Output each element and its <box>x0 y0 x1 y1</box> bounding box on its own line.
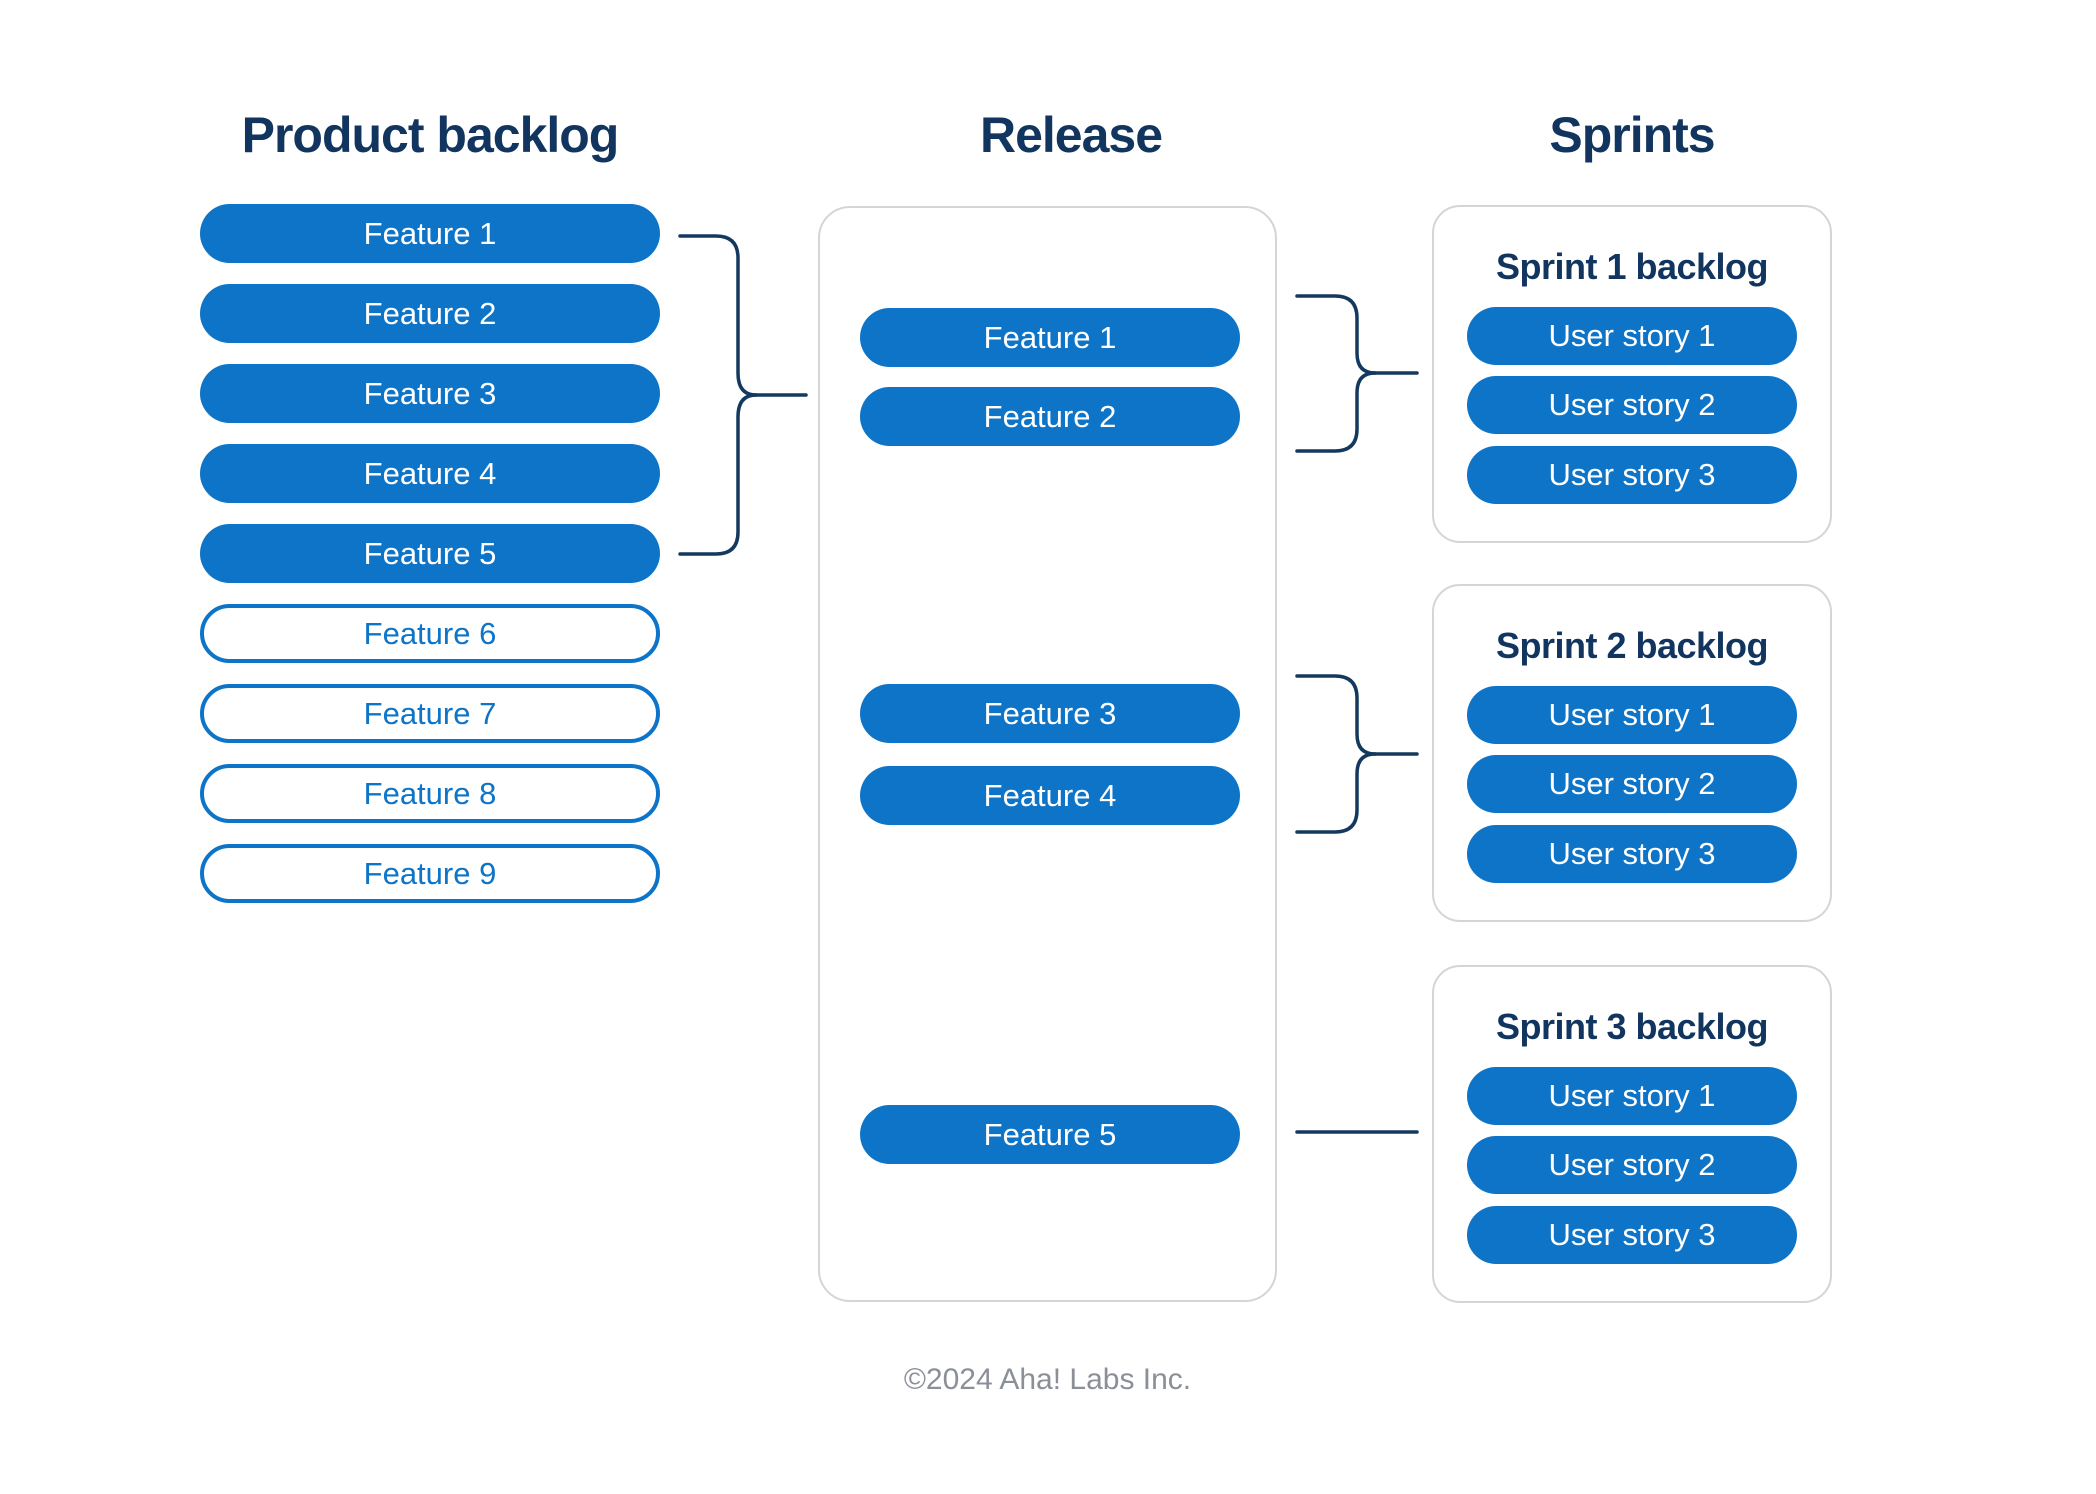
sprint-2-title: Sprint 2 backlog <box>1495 625 1769 666</box>
feature-pill: Feature 4 <box>860 766 1240 825</box>
feature-pill: Feature 3 <box>200 364 660 423</box>
brace-sprint2-top-half <box>1295 674 1377 756</box>
feature-pill: Feature 5 <box>860 1105 1240 1164</box>
brace-sprint1-top-half <box>1295 294 1377 375</box>
user-story-pill: User story 3 <box>1467 825 1797 883</box>
user-story-pill: User story 1 <box>1467 686 1797 744</box>
feature-pill: Feature 4 <box>200 444 660 503</box>
feature-pill: Feature 1 <box>200 204 660 263</box>
release-box: Feature 1 Feature 2 Feature 3 Feature 4 … <box>818 206 1277 1302</box>
brace-backlog-top-half <box>678 234 758 397</box>
user-story-pill: User story 3 <box>1467 446 1797 504</box>
sprints-column-title: Sprints <box>1549 107 1715 163</box>
feature-pill: Feature 6 <box>200 604 660 663</box>
feature-pill: Feature 5 <box>200 524 660 583</box>
brace-backlog-bottom-half <box>678 393 758 556</box>
user-story-pill: User story 2 <box>1467 1136 1797 1194</box>
sprint-3-box: Sprint 3 backlog User story 1 User story… <box>1432 965 1832 1303</box>
brace-sprint2-bottom-half <box>1295 752 1377 834</box>
user-story-pill: User story 2 <box>1467 376 1797 434</box>
user-story-pill: User story 1 <box>1467 1067 1797 1125</box>
sprint-1-box: Sprint 1 backlog User story 1 User story… <box>1432 205 1832 543</box>
feature-pill: Feature 7 <box>200 684 660 743</box>
brace-sprint1-bottom-half <box>1295 371 1377 453</box>
user-story-pill: User story 3 <box>1467 1206 1797 1264</box>
feature-pill: Feature 8 <box>200 764 660 823</box>
feature-pill: Feature 1 <box>860 308 1240 367</box>
feature-pill: Feature 3 <box>860 684 1240 743</box>
sprint-2-box: Sprint 2 backlog User story 1 User story… <box>1432 584 1832 922</box>
sprint-3-title: Sprint 3 backlog <box>1495 1006 1769 1047</box>
sprint-1-title: Sprint 1 backlog <box>1495 246 1769 287</box>
feature-pill: Feature 9 <box>200 844 660 903</box>
user-story-pill: User story 2 <box>1467 755 1797 813</box>
release-column-title: Release <box>979 107 1163 163</box>
user-story-pill: User story 1 <box>1467 307 1797 365</box>
copyright-text: ©2024 Aha! Labs Inc. <box>903 1363 1192 1396</box>
feature-pill: Feature 2 <box>860 387 1240 446</box>
feature-pill: Feature 2 <box>200 284 660 343</box>
backlog-column-title: Product backlog <box>241 107 620 163</box>
